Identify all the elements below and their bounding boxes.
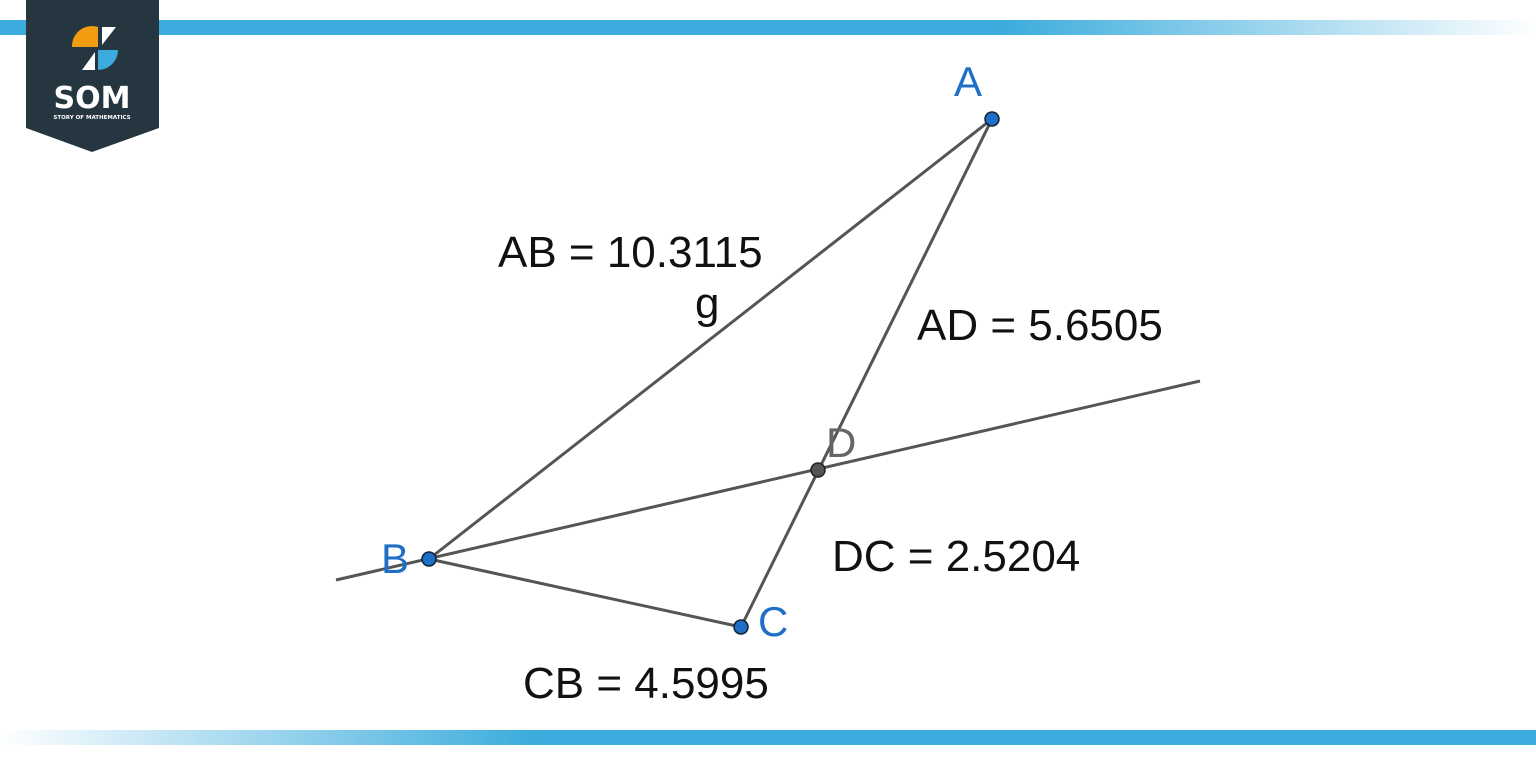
measure-dc: DC = 2.5204 xyxy=(832,532,1080,581)
line-g xyxy=(335,379,1201,582)
top-accent-bar xyxy=(0,20,1536,35)
label-line-g: g xyxy=(695,279,719,328)
label-d: D xyxy=(826,419,856,466)
point-c xyxy=(733,619,749,635)
point-b xyxy=(421,551,437,567)
label-c: C xyxy=(758,598,788,645)
measure-ab: AB = 10.3115 xyxy=(498,228,763,277)
bottom-accent-bar xyxy=(0,730,1536,745)
label-b: B xyxy=(381,535,409,582)
point-d xyxy=(810,462,826,478)
measure-cb: CB = 4.5995 xyxy=(523,659,769,708)
segment-ac xyxy=(739,118,994,628)
logo-text: SOM xyxy=(54,81,131,116)
point-a xyxy=(984,111,1000,127)
measure-ad: AD = 5.6505 xyxy=(917,301,1163,350)
segment-bc xyxy=(428,557,742,629)
segment-ab xyxy=(428,117,993,561)
logo-subtitle: STORY OF MATHEMATICS xyxy=(53,115,130,121)
som-logo: SOM STORY OF MATHEMATICS xyxy=(26,0,159,152)
label-a: A xyxy=(954,58,982,105)
